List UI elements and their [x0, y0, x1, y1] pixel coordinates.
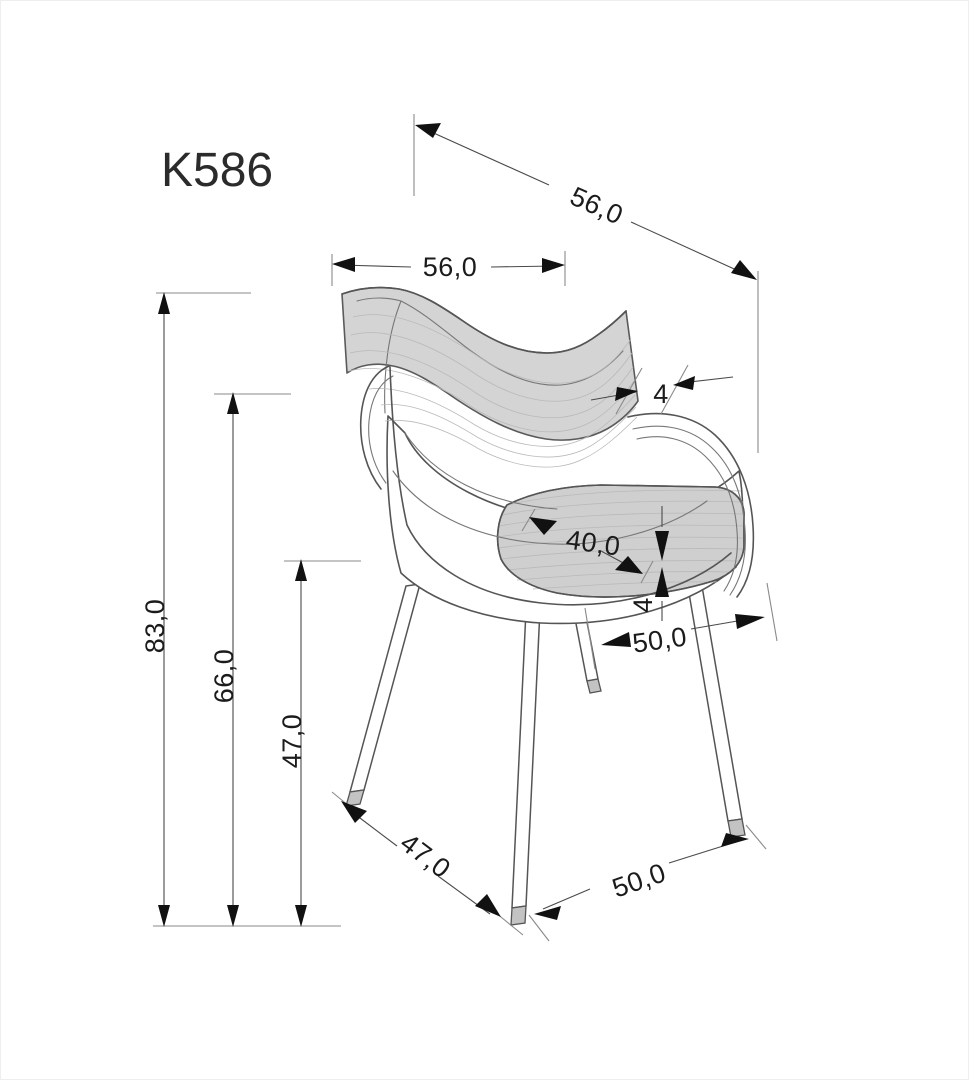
dimension-seat-thickness-label: 4 [628, 597, 658, 613]
seat-woodgrain [497, 489, 745, 590]
dimension-backrest-width-label: 56,0 [423, 252, 478, 282]
dimension-seat-thickness: 4 [628, 506, 669, 621]
dimension-backrest-thickness-label: 4 [653, 379, 669, 409]
dimension-seat-width-label: 50,0 [631, 621, 689, 658]
dimension-overall-depth-label: 56,0 [566, 181, 628, 231]
dimension-backrest-thickness: 4 [590, 364, 734, 415]
chair-leg-front-left [510, 587, 542, 926]
seat-rear-edge [404, 432, 558, 510]
dimension-total-height-label: 83,0 [140, 599, 170, 654]
backrest-top-edge [341, 286, 627, 354]
chair-leg-front-right [683, 562, 746, 838]
drawing-title: K586 [161, 144, 273, 197]
dimension-leg-span-right: 50,0 [528, 824, 767, 942]
seat-outline [496, 484, 745, 598]
frame-lower-edge [389, 366, 732, 606]
armrest-right-outer [627, 412, 755, 598]
dimension-armrest-height: 66,0 [209, 392, 291, 927]
dimension-leg-span-right-label: 50,0 [608, 857, 669, 903]
armrest-left-inner [368, 375, 394, 484]
armrest-right-inner2 [636, 436, 738, 592]
dimension-seat-height-label: 47,0 [277, 714, 307, 769]
dimension-total-height: 83,0 [140, 292, 251, 927]
backrest-woodgrain [348, 314, 638, 468]
armrest-right-inner [632, 425, 746, 596]
dimension-seat-height: 47,0 [277, 559, 361, 927]
backrest-crease [400, 300, 624, 386]
dimension-backrest-width: 56,0 [331, 251, 566, 286]
chair-leg-rear-left [345, 583, 421, 807]
armrest-left-outer [359, 365, 390, 490]
dimension-leg-span-left-label: 47,0 [395, 827, 457, 884]
dimension-leg-span-left: 47,0 [331, 791, 524, 936]
dimension-armrest-height-label: 66,0 [209, 649, 239, 704]
